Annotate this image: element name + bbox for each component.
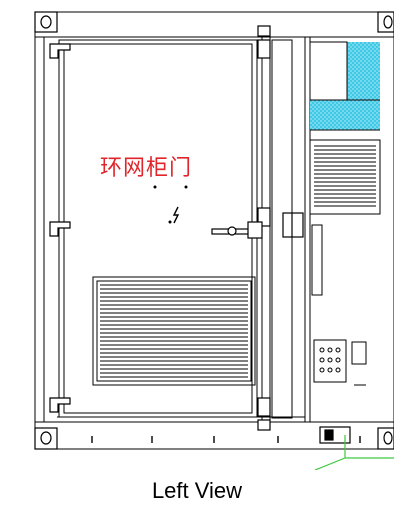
corner-castings <box>34 11 394 450</box>
ground-wire <box>314 435 394 470</box>
cabinet-left-view-drawing <box>34 11 394 470</box>
door-hinges <box>49 25 271 431</box>
compartment-panel <box>311 224 367 386</box>
door-vent-louver <box>92 276 256 386</box>
base-ticks <box>91 436 361 443</box>
high-voltage-icon <box>153 185 188 224</box>
grounding-terminal <box>319 426 351 444</box>
cooling-unit <box>309 41 380 131</box>
compartment-vent <box>309 139 381 215</box>
door-label: 环网柜门 <box>100 156 193 181</box>
view-caption: Left View <box>151 478 243 503</box>
door-handle <box>211 212 304 239</box>
